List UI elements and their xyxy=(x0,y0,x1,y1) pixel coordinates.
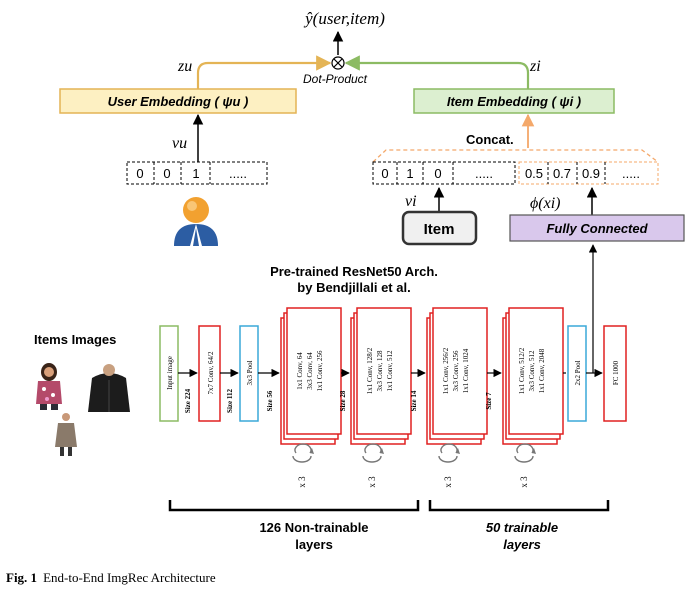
fully-connected-box xyxy=(509,214,685,242)
item-image-woman-top xyxy=(36,363,62,410)
user-one-hot-vector: 0 0 1 ..... xyxy=(126,161,268,185)
feature-vector: 0.5 0.7 0.9 ..... xyxy=(518,161,659,185)
stage-layer-label: 3x3 Conv, 256 xyxy=(452,350,460,391)
concat-label: Concat. xyxy=(466,132,514,147)
size-label: Size 28 xyxy=(339,390,347,411)
caption-text: End-to-End ImgRec Architecture xyxy=(43,570,216,585)
stage-layer-label: 1x1 Conv, 256/2 xyxy=(442,347,450,394)
figure-caption: Fig. 1 End-to-End ImgRec Architecture xyxy=(6,570,216,585)
item-image-jacket xyxy=(88,364,130,412)
item-one-hot-vector: 0 1 0 ..... xyxy=(372,161,516,185)
item-to-dot-arrow xyxy=(344,55,530,89)
item-vector-cell: 1 xyxy=(406,166,413,181)
item-vector-cell: 0 xyxy=(381,166,388,181)
resnet-stage-3: 1x1 Conv, 256/2 3x3 Conv, 256 1x1 Conv, … xyxy=(426,307,488,445)
feature-vector-cell: 0.9 xyxy=(582,166,600,181)
stage-layer-label: 1x1 Conv, 1024 xyxy=(462,348,470,393)
zi-label: zi xyxy=(529,58,541,75)
repeat-count: x 3 xyxy=(367,476,377,488)
resnet-stage-1: 1x1 Conv, 64 3x3 Conv, 64 1x1 Conv, 256 xyxy=(280,307,342,445)
stage-layer-label: 1x1 Conv, 512/2 xyxy=(518,347,526,394)
non-trainable-label-line2: layers xyxy=(295,537,333,552)
user-to-dot-arrow xyxy=(196,55,332,89)
item-vector-cell: 0 xyxy=(434,166,441,181)
user-embedding-label: User Embedding ( ψu ) xyxy=(108,94,249,109)
stage-layer-label: 1x1 Conv, 64 xyxy=(296,352,304,390)
input-image-label: Input image xyxy=(166,356,174,390)
vi-label: vi xyxy=(405,193,417,210)
size-label: Size 14 xyxy=(410,390,418,411)
size-label: Size 112 xyxy=(226,389,234,413)
feature-vector-cell: 0.5 xyxy=(525,166,543,181)
conv7x7-label: 7x7 Conv, 64/2 xyxy=(207,351,215,394)
user-vector-cell: ..... xyxy=(229,166,247,181)
resnet-stage-2: 1x1 Conv, 128/2 3x3 Conv, 128 1x1 Conv, … xyxy=(350,307,412,445)
resnet-title-line1: Pre-trained ResNet50 Arch. xyxy=(270,264,438,279)
feature-vector-cell: ..... xyxy=(622,166,640,181)
output-label: ŷ(user,item) xyxy=(303,9,385,28)
item-box-label: Item xyxy=(424,221,455,238)
stage-layer-label: 1x1 Conv, 256 xyxy=(316,350,324,391)
item-vector-cell: ..... xyxy=(475,166,493,181)
user-embedding-box xyxy=(59,88,297,114)
user-vector-cell: 0 xyxy=(136,166,143,181)
item-embedding-box xyxy=(413,88,615,114)
stage-layer-label: 3x3 Conv, 64 xyxy=(306,352,314,390)
trainable-label-line2: layers xyxy=(503,537,541,552)
repeat-icon xyxy=(362,443,384,463)
size-label: Size 224 xyxy=(184,388,192,413)
repeat-icon xyxy=(514,443,536,463)
non-trainable-bracket xyxy=(168,500,420,512)
stage-layer-label: 3x3 Conv, 512 xyxy=(528,350,536,391)
item-image-man-coat xyxy=(55,413,77,456)
fc1000-block xyxy=(603,325,627,422)
dot-product-label: Dot-Product xyxy=(303,72,368,86)
non-trainable-label-line1: 126 Non-trainable xyxy=(259,520,368,535)
repeat-icon xyxy=(438,443,460,463)
user-vector-cell: 0 xyxy=(163,166,170,181)
phi-label: ϕ(xi) xyxy=(530,195,560,212)
repeat-icon xyxy=(292,443,314,463)
fully-connected-label: Fully Connected xyxy=(546,221,648,236)
stage-layer-label: 1x1 Conv, 128/2 xyxy=(366,347,374,394)
concat-bracket xyxy=(372,149,659,163)
user-vector-cell: 1 xyxy=(192,166,199,181)
size-label: Size 56 xyxy=(266,390,274,411)
resnet-stage-4: 1x1 Conv, 512/2 3x3 Conv, 512 1x1 Conv, … xyxy=(502,307,564,445)
repeat-count: x 3 xyxy=(443,476,453,488)
item-box xyxy=(401,210,478,246)
avg-pool-label: 2x2 Pool xyxy=(574,360,582,385)
zu-label: zu xyxy=(177,58,192,75)
size-label: Size 7 xyxy=(485,392,493,410)
items-images-label: Items Images xyxy=(34,332,116,347)
repeat-count: x 3 xyxy=(297,476,307,488)
repeat-count: x 3 xyxy=(519,476,529,488)
user-avatar-icon xyxy=(174,197,218,246)
pool-label: 3x3 Pool xyxy=(246,360,254,385)
fc1000-label: FC 1000 xyxy=(612,360,620,385)
trainable-label-line1: 50 trainable xyxy=(486,520,558,535)
stage-layer-label: 1x1 Conv, 512 xyxy=(386,350,394,391)
resnet-title-line2: by Bendjillali et al. xyxy=(297,280,410,295)
vu-label: vu xyxy=(172,135,187,152)
stage-layer-label: 1x1 Conv, 2048 xyxy=(538,348,546,393)
trainable-bracket xyxy=(428,500,610,512)
item-embedding-label: Item Embedding ( ψi ) xyxy=(447,94,581,109)
feature-vector-cell: 0.7 xyxy=(553,166,571,181)
caption-label: Fig. 1 xyxy=(6,570,37,585)
dot-product-icon xyxy=(331,56,345,70)
stage-layer-label: 3x3 Conv, 128 xyxy=(376,350,384,391)
